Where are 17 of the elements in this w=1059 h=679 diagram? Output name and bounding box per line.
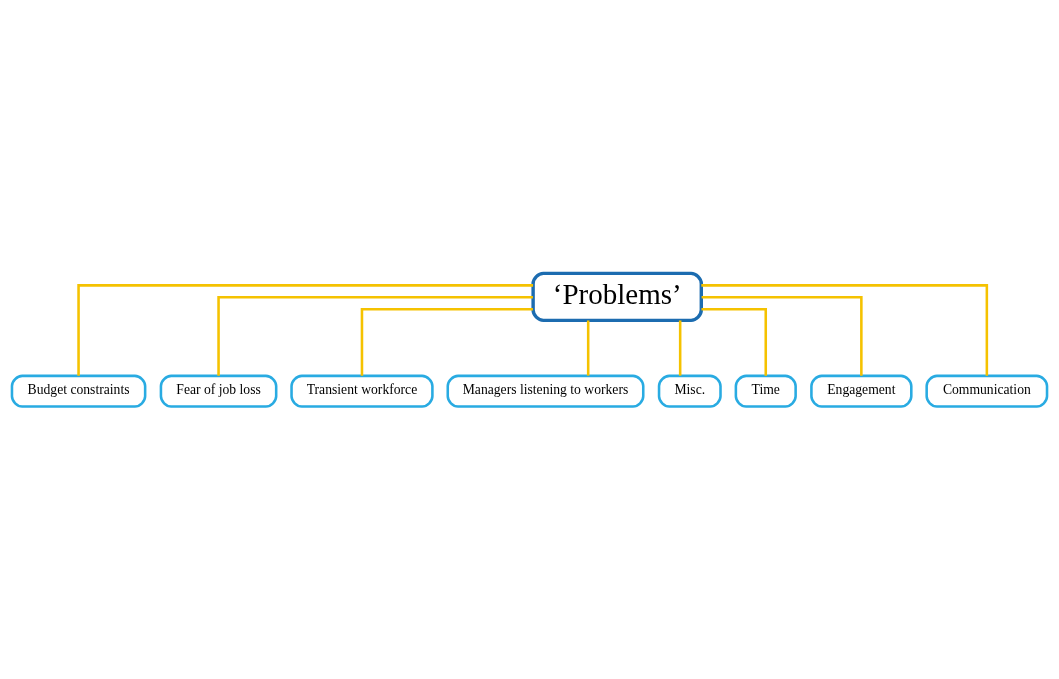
connector <box>217 295 533 376</box>
connector <box>77 283 534 376</box>
connector <box>586 319 590 376</box>
connector <box>701 295 863 376</box>
node-box: Managers listening to workers <box>446 374 645 408</box>
connector <box>678 319 682 376</box>
connector <box>701 283 989 376</box>
node-box: Fear of job loss <box>159 374 278 408</box>
node-box: ‘Problems’ <box>531 271 703 322</box>
node-box: Budget constraints <box>10 374 147 408</box>
node-box: Misc. <box>657 374 722 408</box>
node-box: Time <box>734 374 797 408</box>
connector <box>360 307 533 376</box>
node-box: Communication <box>925 374 1049 408</box>
node-box: Transient workforce <box>290 374 434 408</box>
connector <box>701 307 768 376</box>
node-box: Engagement <box>810 374 913 408</box>
